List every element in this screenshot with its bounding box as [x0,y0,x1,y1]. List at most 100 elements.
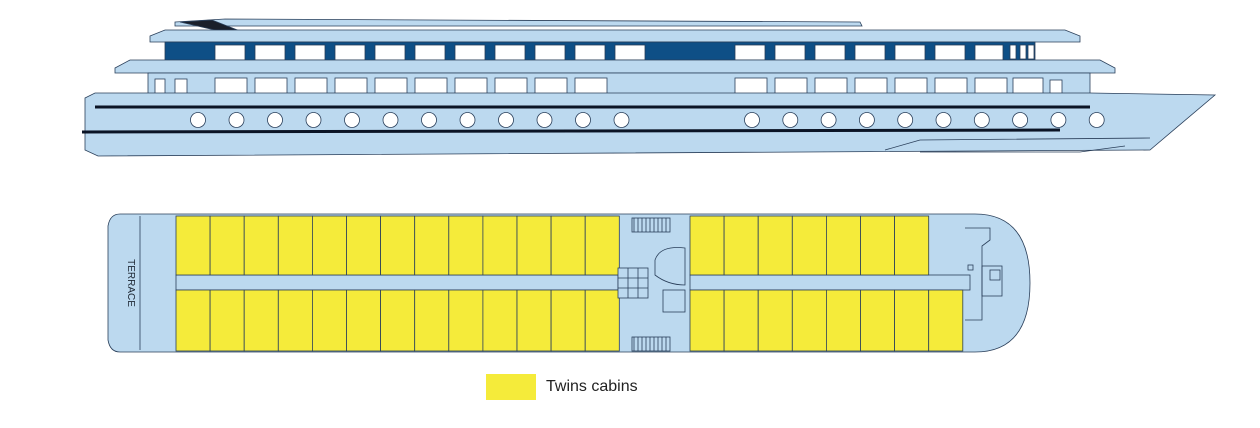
upper-window [374,44,406,61]
lobby [617,217,686,352]
terrace-label: TERRACE [125,259,136,307]
porthole [973,112,990,128]
cabin-twin [689,289,725,352]
middle-window [854,77,888,96]
upper-window [454,44,486,61]
upper-window [854,44,886,61]
upper-window [414,44,446,61]
middle-window [1012,77,1044,96]
cabin-twin [209,289,245,352]
porthole [575,112,591,128]
corridor-fore [689,274,971,291]
cabin-twin [209,215,245,276]
porthole [1088,112,1105,128]
lobby-spiral-stair [654,247,686,286]
middle-deck-roof [114,59,1116,74]
cabin-twin [346,215,381,276]
upper-window [774,44,806,61]
middle-window [734,77,768,96]
sun-deck-roof [174,18,863,27]
porthole [344,112,360,128]
lobby-stairs-top [631,217,671,233]
cabin-twin [757,215,793,276]
cabin-twin [826,289,861,352]
cabin-twin [516,289,552,352]
wheelhouse-wall [965,227,991,321]
upper-window-small [1009,44,1017,60]
porthole [744,112,760,128]
porthole [1050,112,1067,128]
lobby-column [662,289,686,313]
middle-window [814,77,848,96]
cabin-twin [757,289,793,352]
upper-window [974,44,1004,61]
porthole [935,112,952,128]
cabin-twin [928,289,964,352]
porthole [1012,112,1028,128]
legend-label: Twins cabins [546,378,638,395]
cabin-twin [311,215,347,276]
cabin-twin [277,215,313,276]
cabin-twin [584,215,620,276]
middle-window-small [1049,79,1063,95]
porthole [421,112,437,128]
upper-window [334,44,366,61]
middle-window [294,77,328,96]
wheelhouse-seat [989,269,1001,281]
upper-window [814,44,846,61]
cabin-twin [791,289,827,352]
upper-window [894,44,926,61]
cabin-twin [175,215,211,276]
middle-window [214,77,248,96]
porthole [190,112,206,128]
bow-area [965,227,1003,321]
upper-deck-roof [149,29,1081,43]
porthole [536,112,553,128]
middle-window [374,77,408,96]
cabin-twin [482,289,518,352]
porthole [267,112,283,128]
lobby-elevator [617,267,649,299]
cabin-twin [277,289,313,352]
cabin-twin [550,289,586,352]
upper-window [934,44,966,61]
cabin-twin [723,215,759,276]
bow-detail-2 [920,145,1126,153]
porthole [459,112,476,128]
cabin-twin [448,289,484,352]
cabin-twin [482,215,518,276]
middle-window [454,77,488,96]
upper-windows [214,44,1035,61]
porthole [305,112,322,128]
cabin-twin [448,215,484,276]
cabin-twin [826,215,861,276]
deck-plan: TERRACE [107,213,1031,353]
middle-window [774,77,808,96]
side-view [81,18,1217,157]
porthole [782,112,799,128]
corridor-aft [175,274,619,291]
cabin-twin [380,215,416,276]
cabin-twin [723,289,759,352]
cabin-twin [243,215,279,276]
middle-window [534,77,568,96]
wheelhouse-console [981,265,1003,297]
porthole [859,112,875,128]
middle-window [934,77,968,96]
cabin-twin [516,215,552,276]
cabins [175,215,964,352]
cabin-twin [311,289,347,352]
cabin-twin [380,289,416,352]
cabin-twin [414,289,450,352]
cabin-twin [894,215,930,276]
porthole [228,112,245,128]
middle-window [254,77,288,96]
upper-window-small [1019,44,1027,60]
cabin-twin [689,215,725,276]
upper-window [254,44,286,61]
upper-window [494,44,526,61]
porthole [897,112,914,128]
middle-window [414,77,448,96]
lobby-stairs-bottom [631,336,671,352]
